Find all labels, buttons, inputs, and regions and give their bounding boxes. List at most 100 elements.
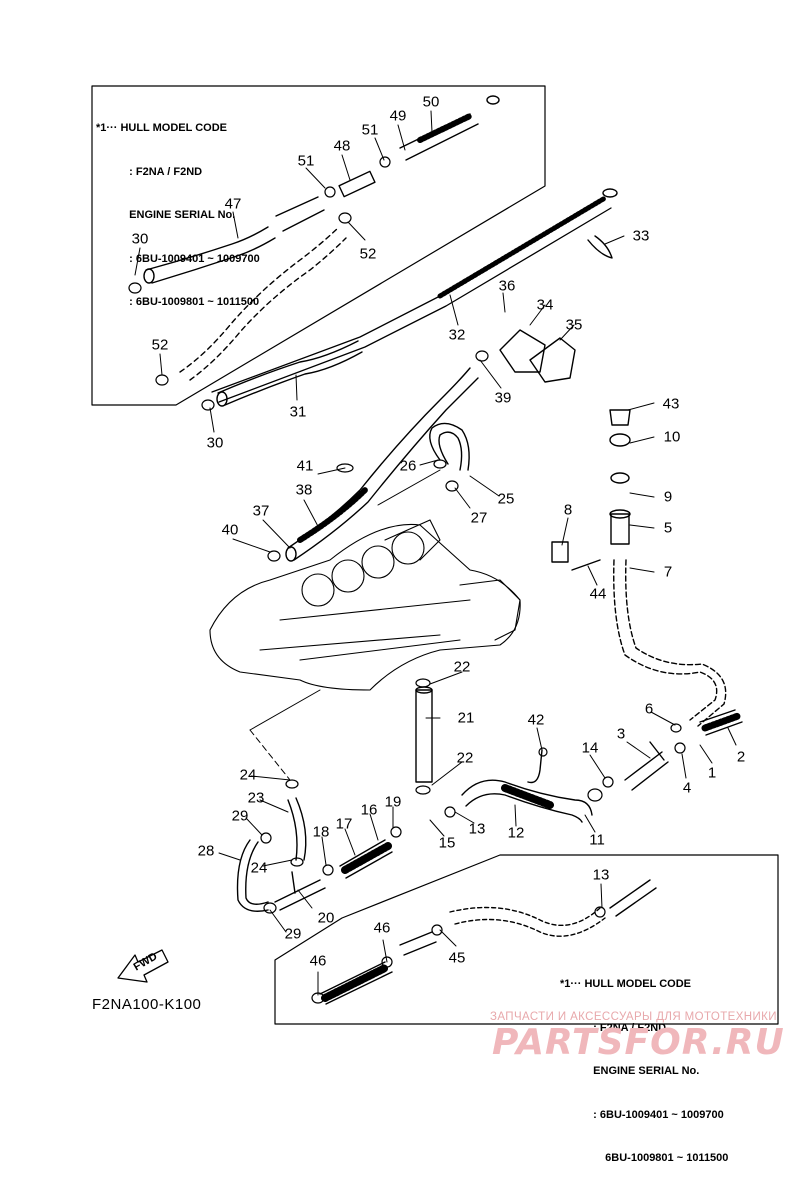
top-note-line-1: *1··· HULL MODEL CODE xyxy=(96,122,227,134)
callout-22b: 22 xyxy=(456,749,474,767)
callout-3: 3 xyxy=(616,725,626,743)
callout-7: 7 xyxy=(663,563,673,581)
callout-12: 12 xyxy=(507,824,525,842)
y-fitting-3 xyxy=(624,741,669,791)
callout-26: 26 xyxy=(399,457,417,475)
callout-22a: 22 xyxy=(453,658,471,676)
callout-34: 34 xyxy=(536,296,554,314)
callout-9: 9 xyxy=(663,488,673,506)
callout-47: 47 xyxy=(224,195,242,213)
callout-31: 31 xyxy=(289,403,307,421)
callout-6: 6 xyxy=(644,700,654,718)
callout-33: 33 xyxy=(632,227,650,245)
callout-8: 8 xyxy=(563,501,573,519)
callout-41: 41 xyxy=(296,457,314,475)
tee-20 xyxy=(274,871,326,911)
top-note-line-3: ENGINE SERIAL No. xyxy=(120,209,236,221)
top-note-line-2: : F2NA / F2ND xyxy=(120,165,203,178)
hose-26 xyxy=(429,422,470,471)
top-note-line-4: : 6BU-1009401 ~ 1009700 xyxy=(120,252,260,265)
callout-11: 11 xyxy=(589,831,605,849)
callout-36: 36 xyxy=(498,277,516,295)
callout-43: 43 xyxy=(662,395,680,413)
callout-27: 27 xyxy=(470,509,488,527)
callout-48: 48 xyxy=(333,137,351,155)
callout-13b: 13 xyxy=(592,866,610,884)
hose-28 xyxy=(236,839,269,912)
callout-10: 10 xyxy=(663,428,681,446)
callout-52b: 52 xyxy=(359,245,377,263)
hose-23 xyxy=(287,797,307,861)
pin-44 xyxy=(571,559,601,571)
bottom-inset-frame xyxy=(274,854,779,1025)
callout-32: 32 xyxy=(448,326,466,344)
bottom-note-line-5: 6BU-1009801 ~ 1011500 xyxy=(596,1152,729,1164)
parts-diagram xyxy=(91,85,779,1025)
callout-35: 35 xyxy=(565,316,583,334)
diagram-code: F2NA100-K100 xyxy=(92,996,202,1013)
callout-15: 15 xyxy=(438,834,456,852)
pipe-21 xyxy=(415,686,433,783)
hose-50 xyxy=(399,95,500,161)
callout-51a: 51 xyxy=(297,152,315,170)
callout-49: 49 xyxy=(389,107,407,125)
callout-30b: 30 xyxy=(206,434,224,452)
bottom-note-line-3: ENGINE SERIAL No. xyxy=(584,1065,700,1077)
fitting-48 xyxy=(338,170,376,198)
bottom-hull-note: *1··· HULL MODEL CODE : F2NA / F2ND ENGI… xyxy=(560,948,728,1180)
callout-24b: 24 xyxy=(250,859,268,877)
callout-52a: 52 xyxy=(151,336,169,354)
callout-29b: 29 xyxy=(284,925,302,943)
bottom-note-line-4: : 6BU-1009401 ~ 1009700 xyxy=(584,1108,724,1121)
callout-28: 28 xyxy=(197,842,215,860)
callout-5: 5 xyxy=(663,519,673,537)
callout-24a: 24 xyxy=(239,766,257,784)
callout-4: 4 xyxy=(682,779,692,797)
clamps xyxy=(128,156,686,1004)
watermark-logo: PARTSFOR.RU xyxy=(492,1022,785,1063)
hook-42 xyxy=(527,749,543,784)
top-hull-note: *1··· HULL MODEL CODE : F2NA / F2ND ENGI… xyxy=(96,92,260,324)
callout-18: 18 xyxy=(312,823,330,841)
cap-43 xyxy=(609,409,631,426)
callout-20: 20 xyxy=(317,909,335,927)
engine-block xyxy=(209,519,521,691)
callout-51b: 51 xyxy=(361,121,379,139)
clamp-33 xyxy=(587,235,613,259)
callout-23: 23 xyxy=(247,789,265,807)
callout-40: 40 xyxy=(221,521,239,539)
bracket-34-35 xyxy=(499,329,576,383)
callout-39: 39 xyxy=(494,389,512,407)
alt-hose-dashed xyxy=(179,227,339,373)
filler-neck-5 xyxy=(609,433,631,545)
callout-37: 37 xyxy=(252,502,270,520)
callout-42: 42 xyxy=(527,711,545,729)
callout-14: 14 xyxy=(581,739,599,757)
hose-11-12 xyxy=(461,779,593,823)
callout-45: 45 xyxy=(448,949,466,967)
hose-32 xyxy=(211,188,618,403)
top-inset-frame xyxy=(91,85,546,406)
top-note-line-5: : 6BU-1009801 ~ 1011500 xyxy=(120,296,260,308)
hose-2 xyxy=(699,709,743,736)
callout-1: 1 xyxy=(707,764,717,782)
bottom-note-line-2: : F2NA / F2ND xyxy=(584,1021,667,1034)
bracket-8 xyxy=(551,541,569,563)
hose-31 xyxy=(216,340,363,407)
callout-2: 2 xyxy=(736,748,746,766)
callout-44: 44 xyxy=(589,585,607,603)
callout-16: 16 xyxy=(360,801,378,819)
leader-lines xyxy=(134,110,737,996)
callout-19: 19 xyxy=(384,793,402,811)
callout-13a: 13 xyxy=(468,820,486,838)
callout-38: 38 xyxy=(295,481,313,499)
hose-47 xyxy=(143,196,325,284)
bottom-note-line-1: *1··· HULL MODEL CODE xyxy=(560,978,691,990)
callout-17: 17 xyxy=(335,815,353,833)
fwd-arrow xyxy=(117,949,169,983)
callout-30a: 30 xyxy=(131,230,149,248)
hose-38 xyxy=(285,367,479,562)
callout-50: 50 xyxy=(422,93,440,111)
callout-25: 25 xyxy=(497,490,515,508)
hose-7 xyxy=(613,559,718,721)
